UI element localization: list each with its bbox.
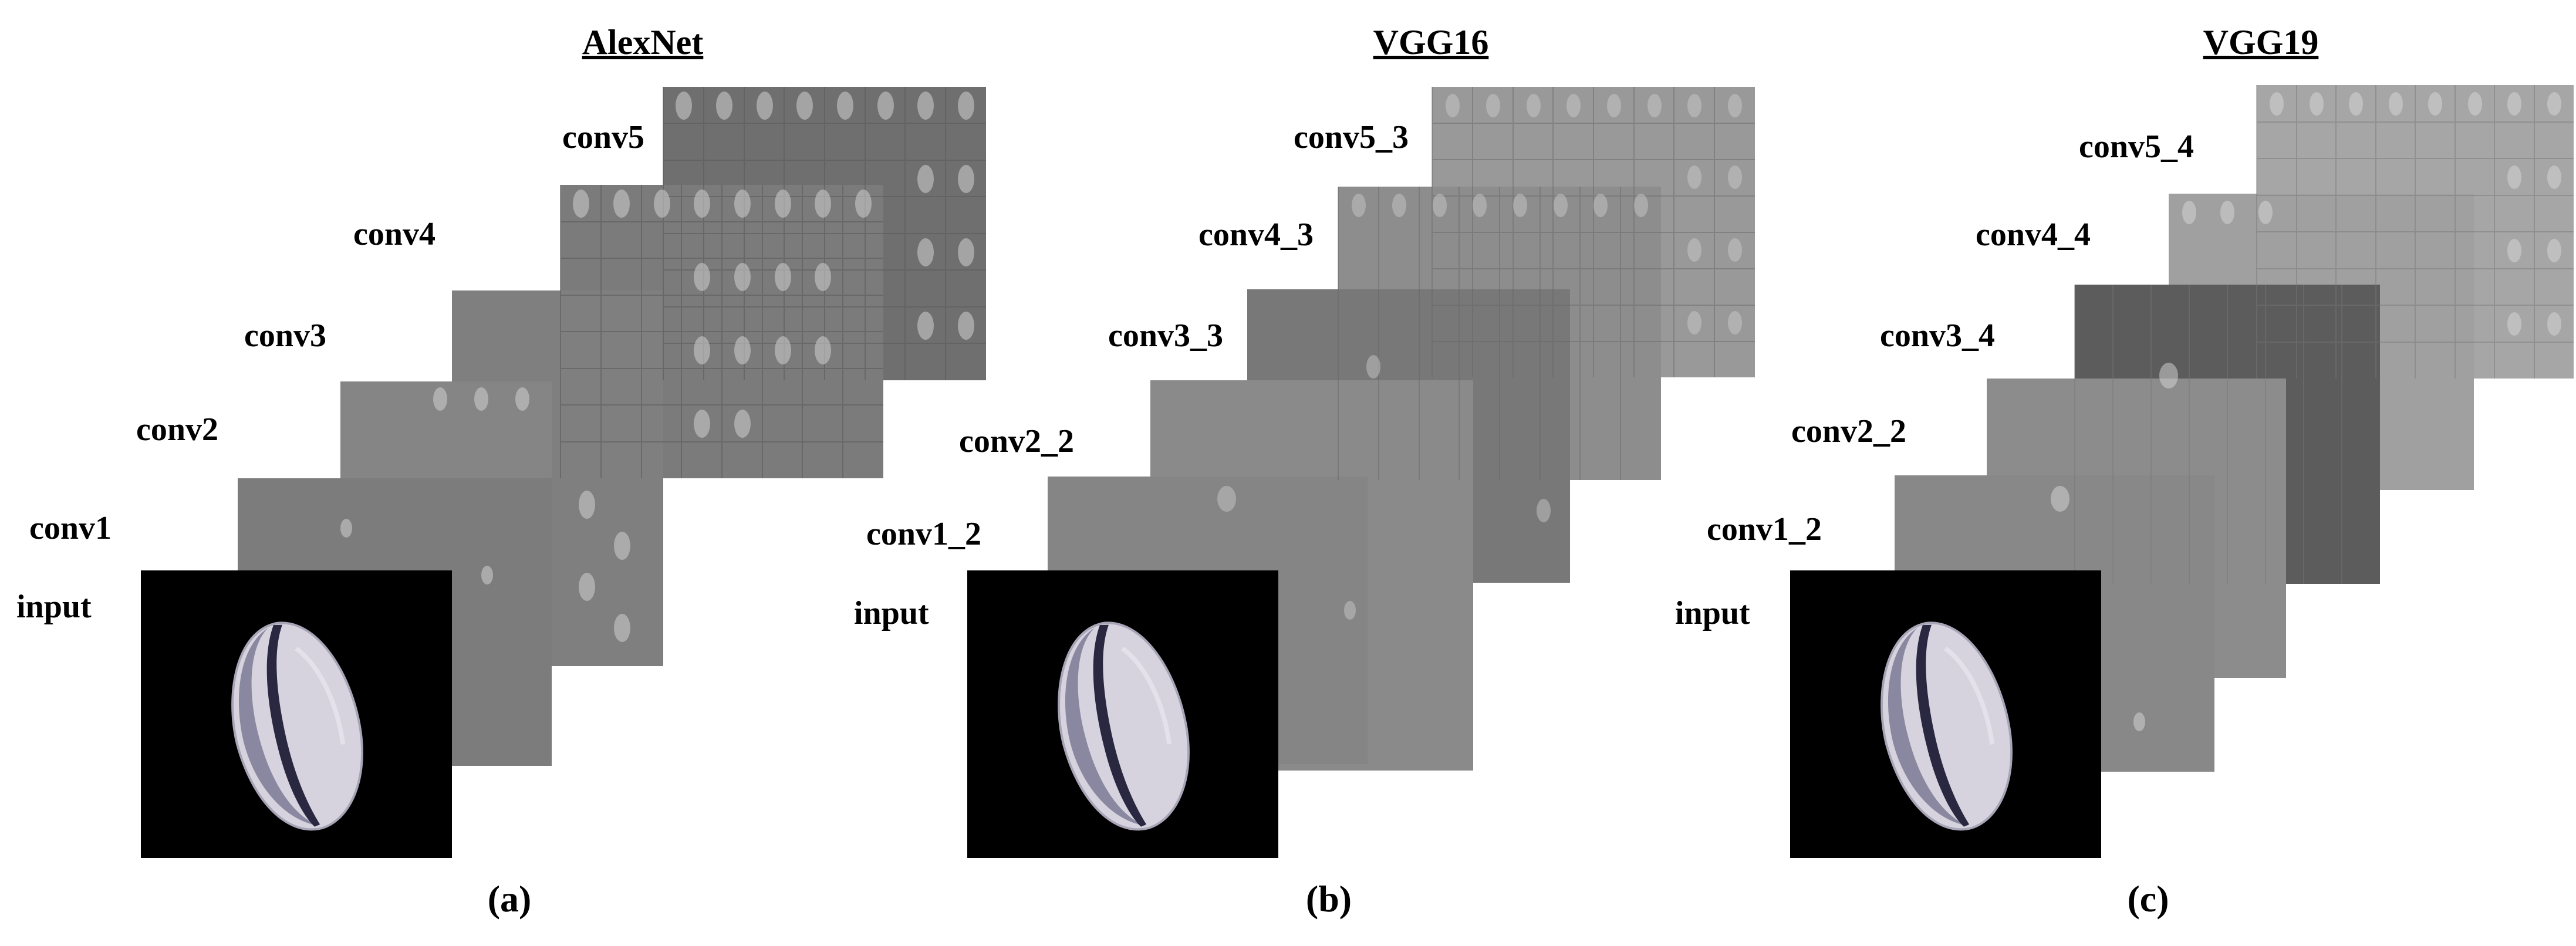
panel-title: VGG19 — [2203, 23, 2319, 62]
feature-grid-overlay — [1338, 87, 1755, 480]
panel-vgg16: VGG16 conv1_2 conv2_2 conv3 — [854, 23, 1755, 920]
layer-label-conv2: conv2 — [136, 411, 218, 448]
panel-vgg19: VGG19 conv1_2 conv2_2 conv3_4 co — [1675, 23, 2574, 920]
layer-label-conv1: conv1 — [29, 510, 112, 546]
layer-label-conv2_2: conv2_2 — [1791, 413, 1906, 450]
panel-alexnet: AlexNet — [16, 23, 986, 920]
layer-label-conv5_4: conv5_4 — [2079, 129, 2194, 165]
layer-label-conv3_3: conv3_3 — [1108, 317, 1223, 354]
feature-grid-overlay — [560, 87, 986, 478]
layer-label-conv5_3: conv5_3 — [1294, 119, 1409, 156]
feature-blobs — [340, 92, 974, 642]
layer-label-conv1_2: conv1_2 — [1707, 511, 1822, 548]
input-label: input — [1675, 595, 1750, 631]
layer-label-conv4_3: conv4_3 — [1198, 217, 1314, 253]
layer-label-conv3: conv3 — [244, 317, 326, 354]
panel-title: AlexNet — [582, 23, 704, 62]
panel-caption: (b) — [1306, 878, 1352, 920]
layer-label-conv2_2: conv2_2 — [959, 423, 1074, 460]
layer-stack — [141, 87, 986, 858]
feature-grid-overlay — [2074, 85, 2574, 584]
feature-blobs — [2051, 92, 2561, 731]
layer-stack — [967, 87, 1755, 858]
layer-label-conv4_4: conv4_4 — [1976, 217, 2091, 253]
panel-caption: (a) — [488, 878, 532, 920]
input-label: input — [854, 595, 929, 631]
feature-blobs — [1217, 94, 1742, 620]
panel-caption: (c) — [2127, 878, 2169, 920]
layer-stack — [1790, 85, 2574, 858]
layer-label-conv4: conv4 — [353, 216, 435, 252]
input-label: input — [16, 589, 92, 625]
layer-label-conv5: conv5 — [562, 119, 644, 156]
panel-title: VGG16 — [1373, 23, 1489, 62]
layer-label-conv3_4: conv3_4 — [1880, 317, 1995, 354]
layer-label-conv1_2: conv1_2 — [866, 516, 981, 552]
